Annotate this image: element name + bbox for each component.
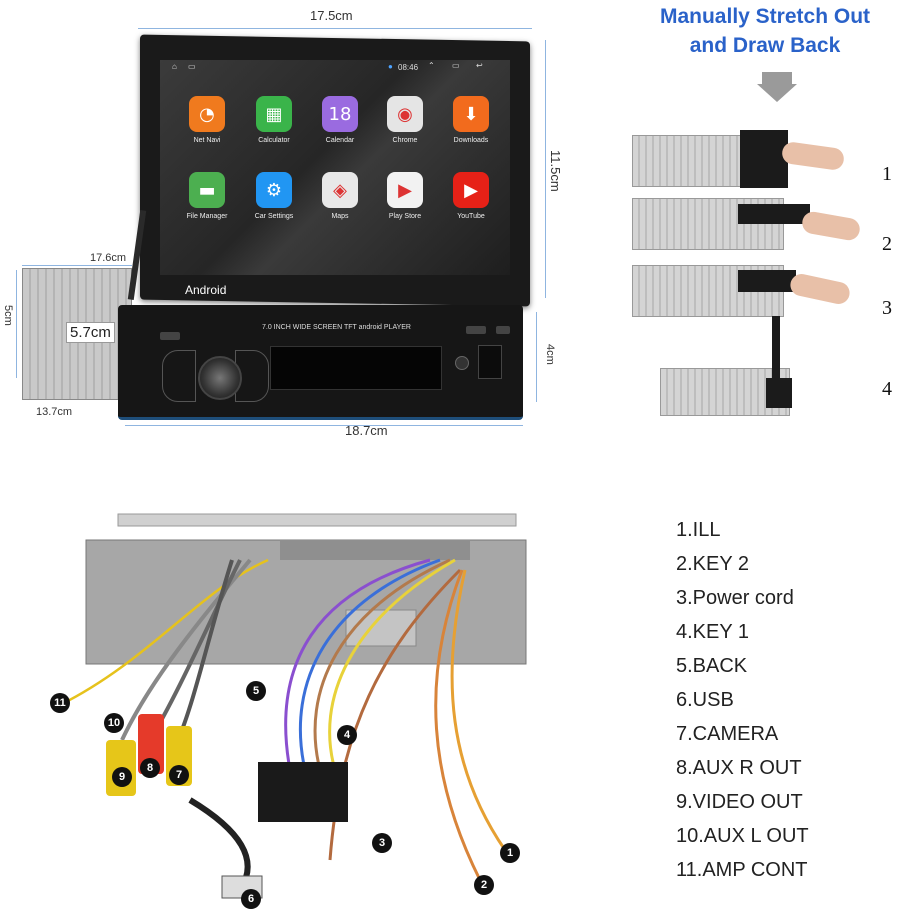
map-icon: ◈: [322, 172, 358, 208]
app-play-store[interactable]: ▶ Play Store: [376, 172, 434, 220]
top-width-label: 17.5cm: [310, 8, 353, 23]
step-2-hand: [800, 210, 862, 242]
app-car-settings[interactable]: ⚙ Car Settings: [245, 172, 303, 220]
app-label: YouTube: [457, 213, 485, 220]
calendar-icon: 18: [322, 96, 358, 132]
front-width-label: 18.7cm: [345, 423, 388, 438]
up-icon[interactable]: ⌃: [428, 61, 435, 70]
model-text: 7.0 INCH WIDE SCREEN TFT android PLAYER: [262, 324, 411, 331]
step-1-number: 1: [882, 163, 892, 185]
app-label: Net Navi: [193, 137, 221, 144]
app-label: Downloads: [453, 137, 489, 144]
stretch-title-line1: Manually Stretch Out: [659, 5, 871, 28]
calculator-icon: ▦: [256, 96, 292, 132]
navigation-icon: ◔: [189, 96, 225, 132]
app-label: Maps: [331, 213, 349, 220]
app-label: Calculator: [258, 137, 290, 144]
left-button-cluster[interactable]: [162, 350, 196, 402]
volume-knob[interactable]: [198, 356, 242, 400]
wire-marker-11: 11: [50, 693, 70, 713]
app-label: Play Store: [388, 213, 422, 220]
gear-icon: ⚙: [256, 172, 292, 208]
play-store-icon: ▶: [387, 172, 423, 208]
app-label: Car Settings: [254, 213, 294, 220]
legend-item-aux-r: 8.AUX R OUT: [676, 757, 802, 779]
location-icon: ●: [388, 62, 393, 71]
app-calculator[interactable]: ▦ Calculator: [245, 96, 303, 144]
legend-item-ill: 1.ILL: [676, 519, 721, 541]
android-screen: ⌂ ▭ ● 08:46 ⌃ ▭ ↩ ◔ Net Navi ▦ Calculator 18…: [160, 60, 510, 275]
wire-marker-5: 5: [246, 681, 266, 701]
android-brand: Android: [185, 283, 227, 297]
legend-item-key1: 4.KEY 1: [676, 621, 750, 643]
step-3-hand: [788, 272, 852, 306]
legend-item-back: 5.BACK: [676, 655, 748, 677]
usb-port[interactable]: [478, 345, 502, 379]
wire-marker-4: 4: [337, 725, 357, 745]
step-4-faceplate: [766, 378, 792, 408]
step-3-number: 3: [882, 297, 892, 319]
wire-marker-7: 7: [169, 765, 189, 785]
wire-marker-9: 9: [112, 767, 132, 787]
down-arrow-icon-stem: [762, 72, 792, 86]
back-icon[interactable]: ▭: [188, 62, 196, 71]
app-label: Chrome: [392, 137, 418, 144]
wire-marker-8: 8: [140, 758, 160, 778]
step-2-faceplate: [738, 204, 810, 224]
step-3-faceplate: [738, 270, 796, 292]
screen-height-label: 11.5cm: [548, 150, 563, 192]
face-height-label: 4cm: [544, 344, 556, 365]
chassis-height-label: 5cm: [2, 305, 14, 326]
legend-item-amp: 11.AMP CONT: [676, 859, 808, 881]
step-4-screen-raised: [772, 316, 780, 388]
down-arrow-icon: [757, 84, 797, 102]
wire-marker-1: 1: [500, 843, 520, 863]
app-label: File Manager: [186, 213, 228, 220]
step-4-number: 4: [882, 378, 892, 400]
aux-jack[interactable]: [455, 356, 469, 370]
return-icon[interactable]: ↩: [476, 61, 483, 70]
app-maps[interactable]: ◈ Maps: [311, 172, 369, 220]
wire-marker-6: 6: [241, 889, 261, 909]
step-2-number: 2: [882, 233, 892, 255]
step-1-faceplate: [740, 130, 788, 188]
app-youtube[interactable]: ▶ YouTube: [442, 172, 500, 220]
wiring-illustration: [59, 513, 527, 899]
legend-item-usb: 6.USB: [676, 689, 734, 711]
youtube-icon: ▶: [453, 172, 489, 208]
stretch-title-line2: and Draw Back: [689, 34, 841, 57]
recents-icon[interactable]: ▭: [452, 61, 460, 70]
legend-item-power: 3.Power cord: [676, 587, 794, 609]
app-downloads[interactable]: ⬇ Downloads: [442, 96, 500, 144]
legend-item-key2: 2.KEY 2: [676, 553, 750, 575]
wire-marker-3: 3: [372, 833, 392, 853]
app-label: Calendar: [325, 137, 355, 144]
legend-item-video: 9.VIDEO OUT: [676, 791, 803, 813]
chrome-icon: ◉: [387, 96, 423, 132]
legend-item-camera: 7.CAMERA: [676, 723, 779, 745]
stretch-title: Manually Stretch Out and Draw Back: [640, 2, 890, 60]
chassis-depth-top-label: 17.6cm: [90, 252, 127, 264]
power-button[interactable]: [160, 332, 180, 340]
download-icon: ⬇: [453, 96, 489, 132]
app-file-manager[interactable]: ▬ File Manager: [178, 172, 236, 220]
status-bar: ⌂ ▭ ● 08:46 ⌃ ▭ ↩: [160, 60, 510, 76]
mode-button[interactable]: [466, 326, 486, 334]
app-net-navi[interactable]: ◔ Net Navi: [178, 96, 236, 144]
wire-marker-10: 10: [104, 713, 124, 733]
display-window: [270, 346, 442, 390]
wire-marker-2: 2: [474, 875, 494, 895]
chassis-depth-bottom-label: 13.7cm: [36, 406, 73, 418]
home-icon[interactable]: ⌂: [172, 62, 177, 71]
app-chrome[interactable]: ◉ Chrome: [376, 96, 434, 144]
reset-button[interactable]: [496, 326, 510, 334]
face-depth-label: 5.7cm: [66, 322, 115, 343]
legend-item-aux-l: 10.AUX L OUT: [676, 825, 809, 847]
folder-icon: ▬: [189, 172, 225, 208]
step-1-hand: [780, 140, 846, 172]
clock-text: 08:46: [398, 63, 419, 72]
